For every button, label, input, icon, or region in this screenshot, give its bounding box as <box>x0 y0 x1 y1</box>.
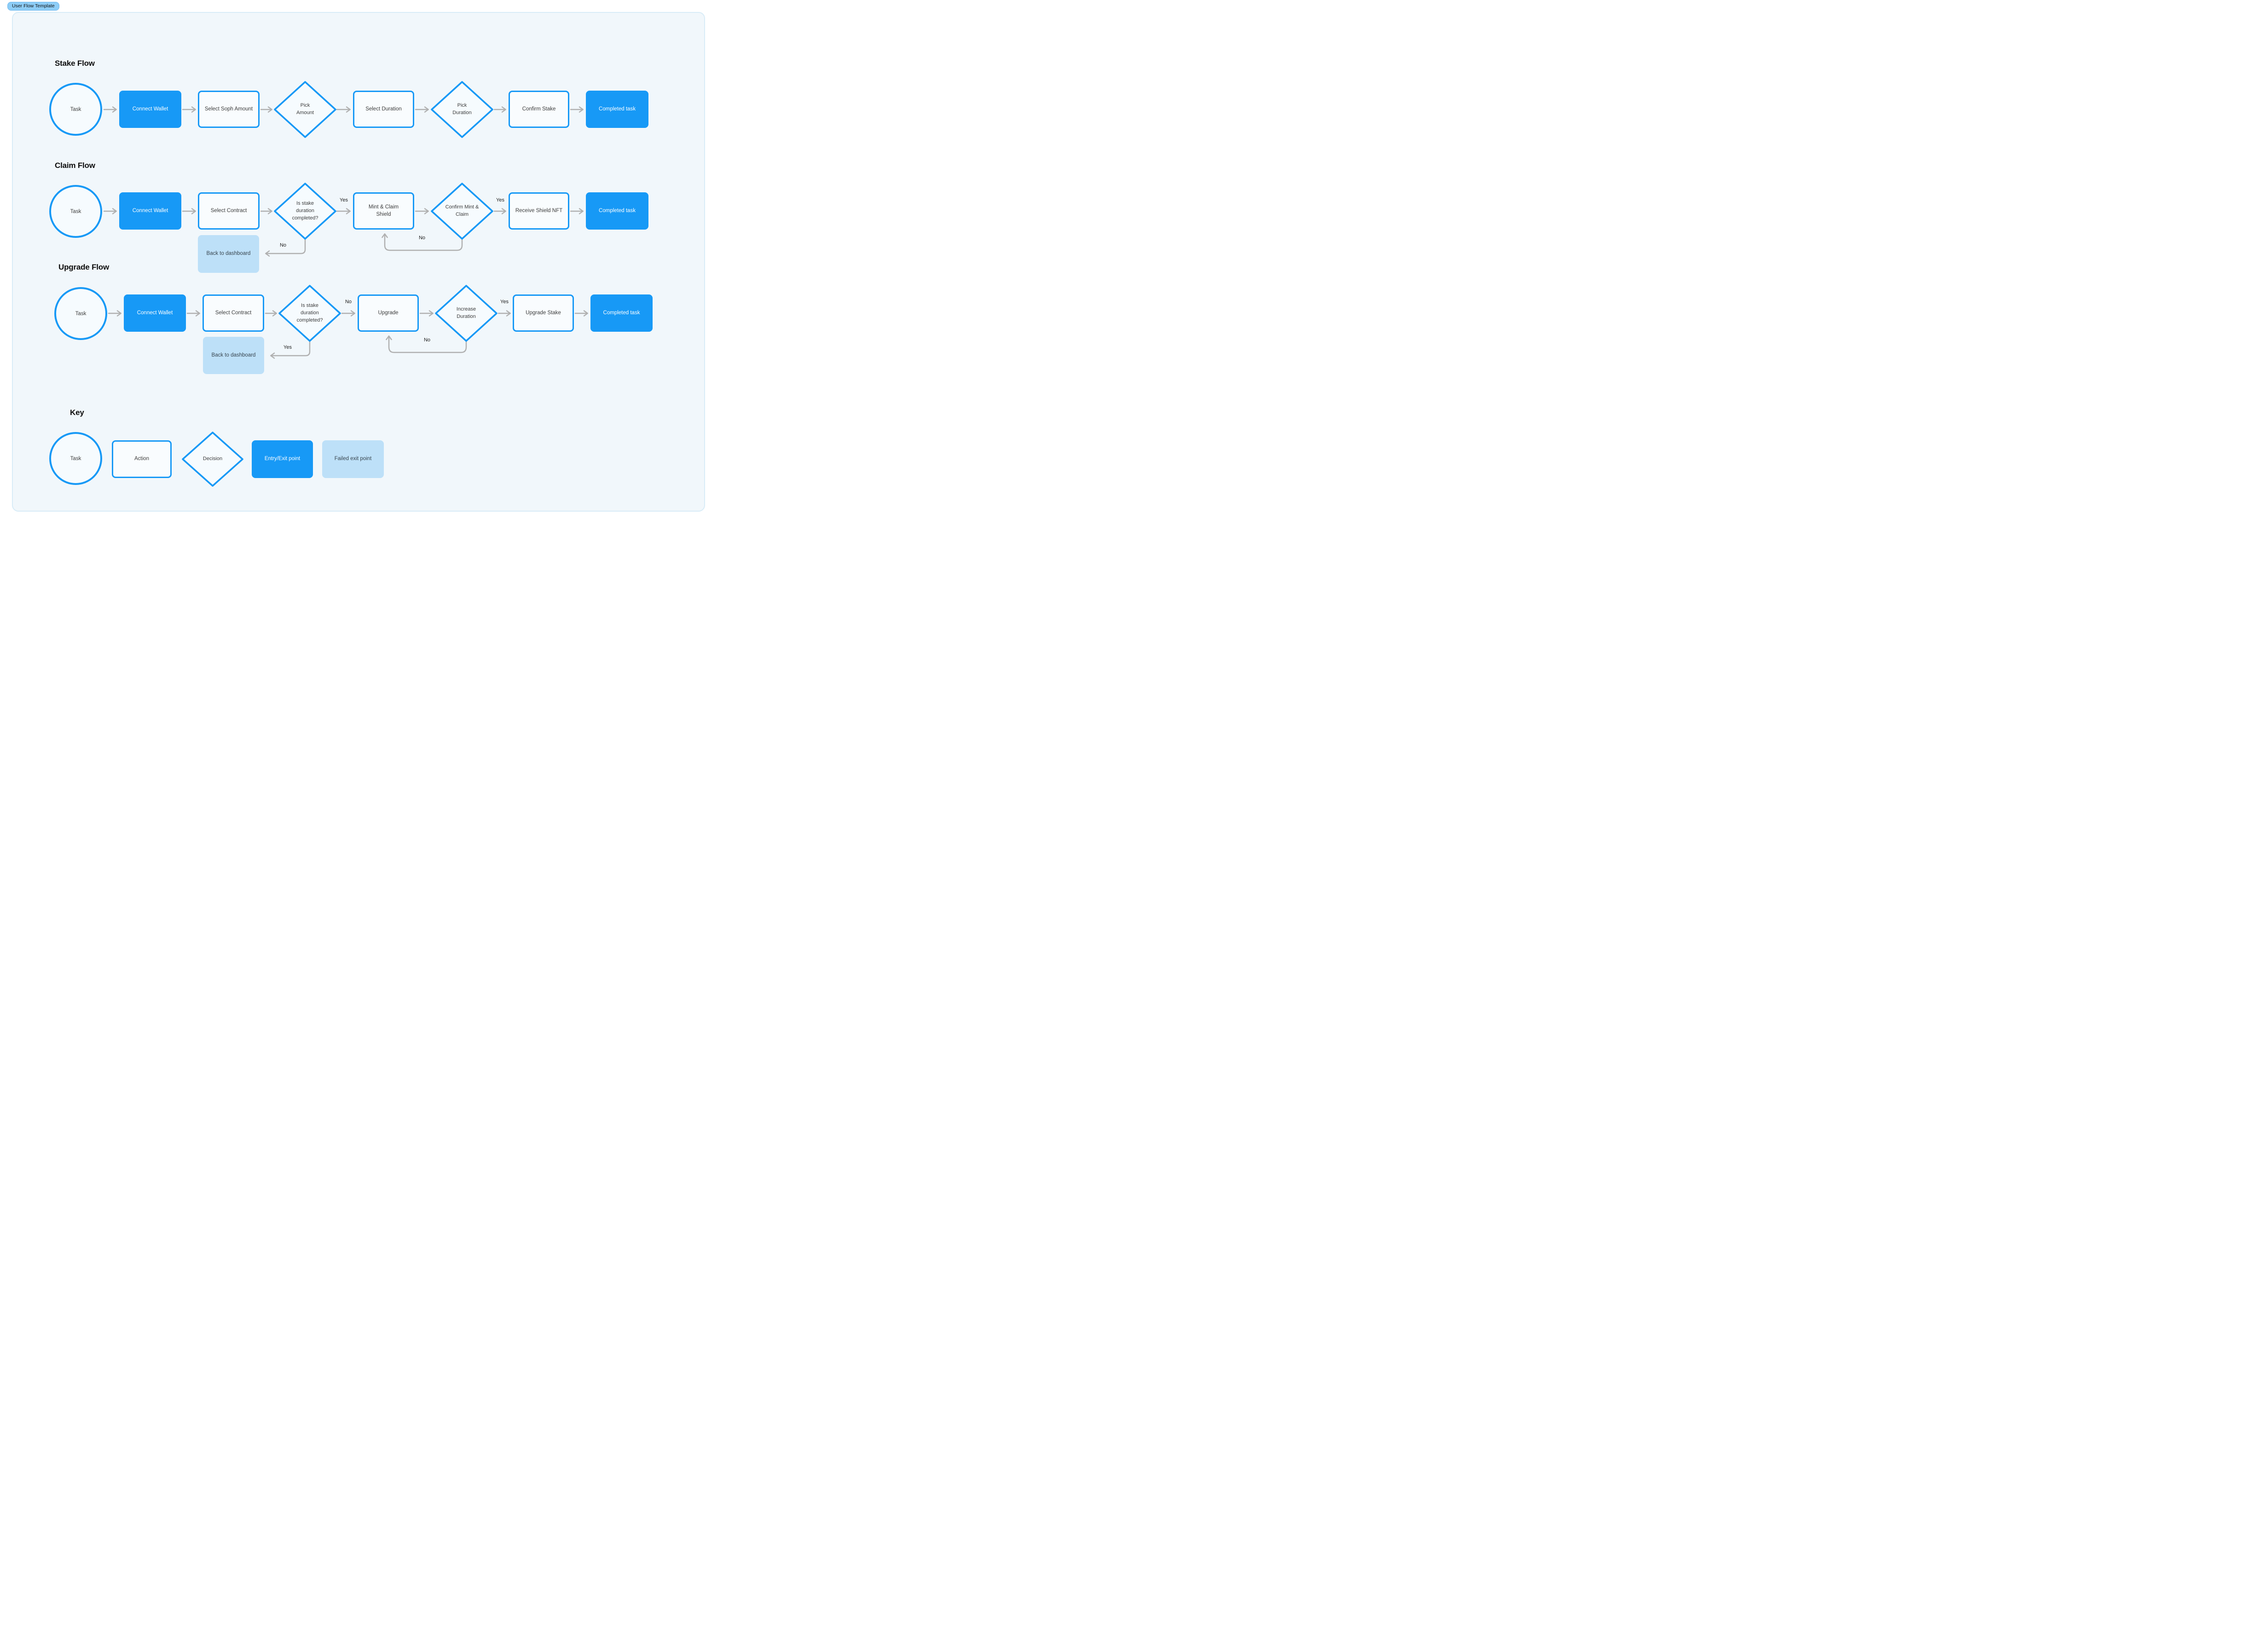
upgrade-completed-task-label: Completed task <box>603 310 640 316</box>
upgrade-upgrade-box[interactable]: Upgrade <box>358 294 419 332</box>
claim-back-to-dashboard-label: Back to dashboard <box>206 251 251 257</box>
upgrade-task-circle[interactable]: Task <box>54 287 107 340</box>
key-task-circle[interactable]: Task <box>49 432 102 485</box>
upgrade-task-label: Task <box>75 311 87 317</box>
page-title-badge[interactable]: User Flow Template <box>7 2 59 11</box>
claim-task-circle[interactable]: Task <box>49 185 102 238</box>
upgrade-completed-task-box[interactable]: Completed task <box>590 294 653 332</box>
claim-yes-label-1[interactable]: Yes <box>340 197 348 203</box>
upgrade-yes-label-1[interactable]: Yes <box>500 299 509 305</box>
stake-flow-title[interactable]: Stake Flow <box>55 59 95 68</box>
decision-diamond-confirm-mint-claim[interactable] <box>431 183 493 240</box>
upgrade-select-contract-label: Select Contract <box>215 310 252 316</box>
upgrade-back-to-dashboard-label: Back to dashboard <box>211 352 256 358</box>
key-action-label: Action <box>134 456 149 462</box>
stake-connect-wallet-box[interactable]: Connect Wallet <box>119 91 181 128</box>
claim-connect-wallet-box[interactable]: Connect Wallet <box>119 192 181 230</box>
decision-diamond-key[interactable] <box>182 432 243 487</box>
key-entry-exit-box[interactable]: Entry/Exit point <box>252 440 313 478</box>
upgrade-back-to-dashboard-box[interactable]: Back to dashboard <box>203 337 264 374</box>
upgrade-connect-wallet-box[interactable]: Connect Wallet <box>124 294 186 332</box>
key-title[interactable]: Key <box>70 408 84 417</box>
upgrade-flow-title[interactable]: Upgrade Flow <box>58 263 109 271</box>
stake-select-duration-label: Select Duration <box>365 106 402 112</box>
stake-completed-task-label: Completed task <box>599 106 636 112</box>
claim-no-label-2[interactable]: No <box>418 235 426 241</box>
stake-select-soph-amount-label: Select Soph Amount <box>204 106 253 112</box>
upgrade-yes-label-2[interactable]: Yes <box>284 345 292 350</box>
stake-confirm-stake-box[interactable]: Confirm Stake <box>509 91 569 128</box>
stake-select-duration-box[interactable]: Select Duration <box>353 91 414 128</box>
stake-select-soph-amount-box[interactable]: Select Soph Amount <box>198 91 260 128</box>
decision-diamond-pick-amount[interactable] <box>274 81 336 138</box>
decision-diamond-claim-is-stake-completed[interactable] <box>274 183 336 240</box>
edge-upgrade-yes-back-to-dashboard[interactable] <box>270 341 311 359</box>
claim-connect-wallet-label: Connect Wallet <box>132 208 168 213</box>
edge-claim-no-back-to-dashboard[interactable] <box>265 239 306 257</box>
edge-upgrade-no-retry-upgrade[interactable] <box>386 335 467 353</box>
claim-completed-task-label: Completed task <box>599 208 636 213</box>
upgrade-no-label-2[interactable]: No <box>423 337 431 343</box>
connector-layer <box>103 81 588 487</box>
claim-mint-claim-shield-label: Mint & Claim Shield <box>368 204 399 217</box>
upgrade-select-contract-box[interactable]: Select Contract <box>202 294 264 332</box>
upgrade-increase-duration-label: Increase Duration <box>456 306 476 319</box>
key-failed-exit-box[interactable]: Failed exit point <box>322 440 384 478</box>
claim-receive-shield-nft-box[interactable]: Receive Shield NFT <box>509 192 569 230</box>
claim-mint-claim-shield-box[interactable]: Mint & Claim Shield <box>353 192 414 230</box>
decision-diamond-upgrade-is-stake-completed[interactable] <box>278 285 341 342</box>
claim-receive-shield-nft-label: Receive Shield NFT <box>515 208 563 213</box>
key-failed-exit-label: Failed exit point <box>334 456 372 462</box>
stake-connect-wallet-label: Connect Wallet <box>132 106 168 112</box>
decision-diamond-pick-duration[interactable] <box>431 81 493 138</box>
key-entry-exit-label: Entry/Exit point <box>264 456 301 462</box>
upgrade-connect-wallet-label: Connect Wallet <box>137 310 173 316</box>
claim-completed-task-box[interactable]: Completed task <box>586 192 648 230</box>
upgrade-upgrade-stake-box[interactable]: Upgrade Stake <box>513 294 574 332</box>
stake-completed-task-box[interactable]: Completed task <box>586 91 648 128</box>
claim-yes-label-2[interactable]: Yes <box>496 197 504 203</box>
stake-pick-amount-label: Pick Amount <box>296 103 314 115</box>
claim-select-contract-label: Select Contract <box>210 208 247 213</box>
claim-flow-title[interactable]: Claim Flow <box>55 161 95 170</box>
stake-pick-duration-label: Pick Duration <box>452 103 472 115</box>
stake-task-circle[interactable]: Task <box>49 83 102 136</box>
claim-back-to-dashboard-box[interactable]: Back to dashboard <box>198 235 259 273</box>
upgrade-upgrade-stake-label: Upgrade Stake <box>526 310 561 316</box>
claim-is-stake-completed-label: Is stake duration completed? <box>292 201 318 221</box>
key-decision-label: Decision <box>202 456 223 462</box>
upgrade-no-label-1[interactable]: No <box>345 299 352 305</box>
edge-claim-no-retry-mint[interactable] <box>382 233 463 251</box>
claim-select-contract-box[interactable]: Select Contract <box>198 192 260 230</box>
claim-confirm-mint-claim-label: Confirm Mint & Claim <box>445 204 479 217</box>
stake-task-label: Task <box>70 106 81 112</box>
claim-task-label: Task <box>70 208 81 214</box>
upgrade-is-stake-completed-label: Is stake duration completed? <box>296 303 323 323</box>
key-action-box[interactable]: Action <box>112 440 172 478</box>
decision-diamond-increase-duration[interactable] <box>435 285 498 342</box>
key-task-label: Task <box>70 455 81 461</box>
stake-confirm-stake-label: Confirm Stake <box>522 106 556 112</box>
claim-no-label-1[interactable]: No <box>279 242 287 248</box>
upgrade-upgrade-label: Upgrade <box>378 310 399 316</box>
